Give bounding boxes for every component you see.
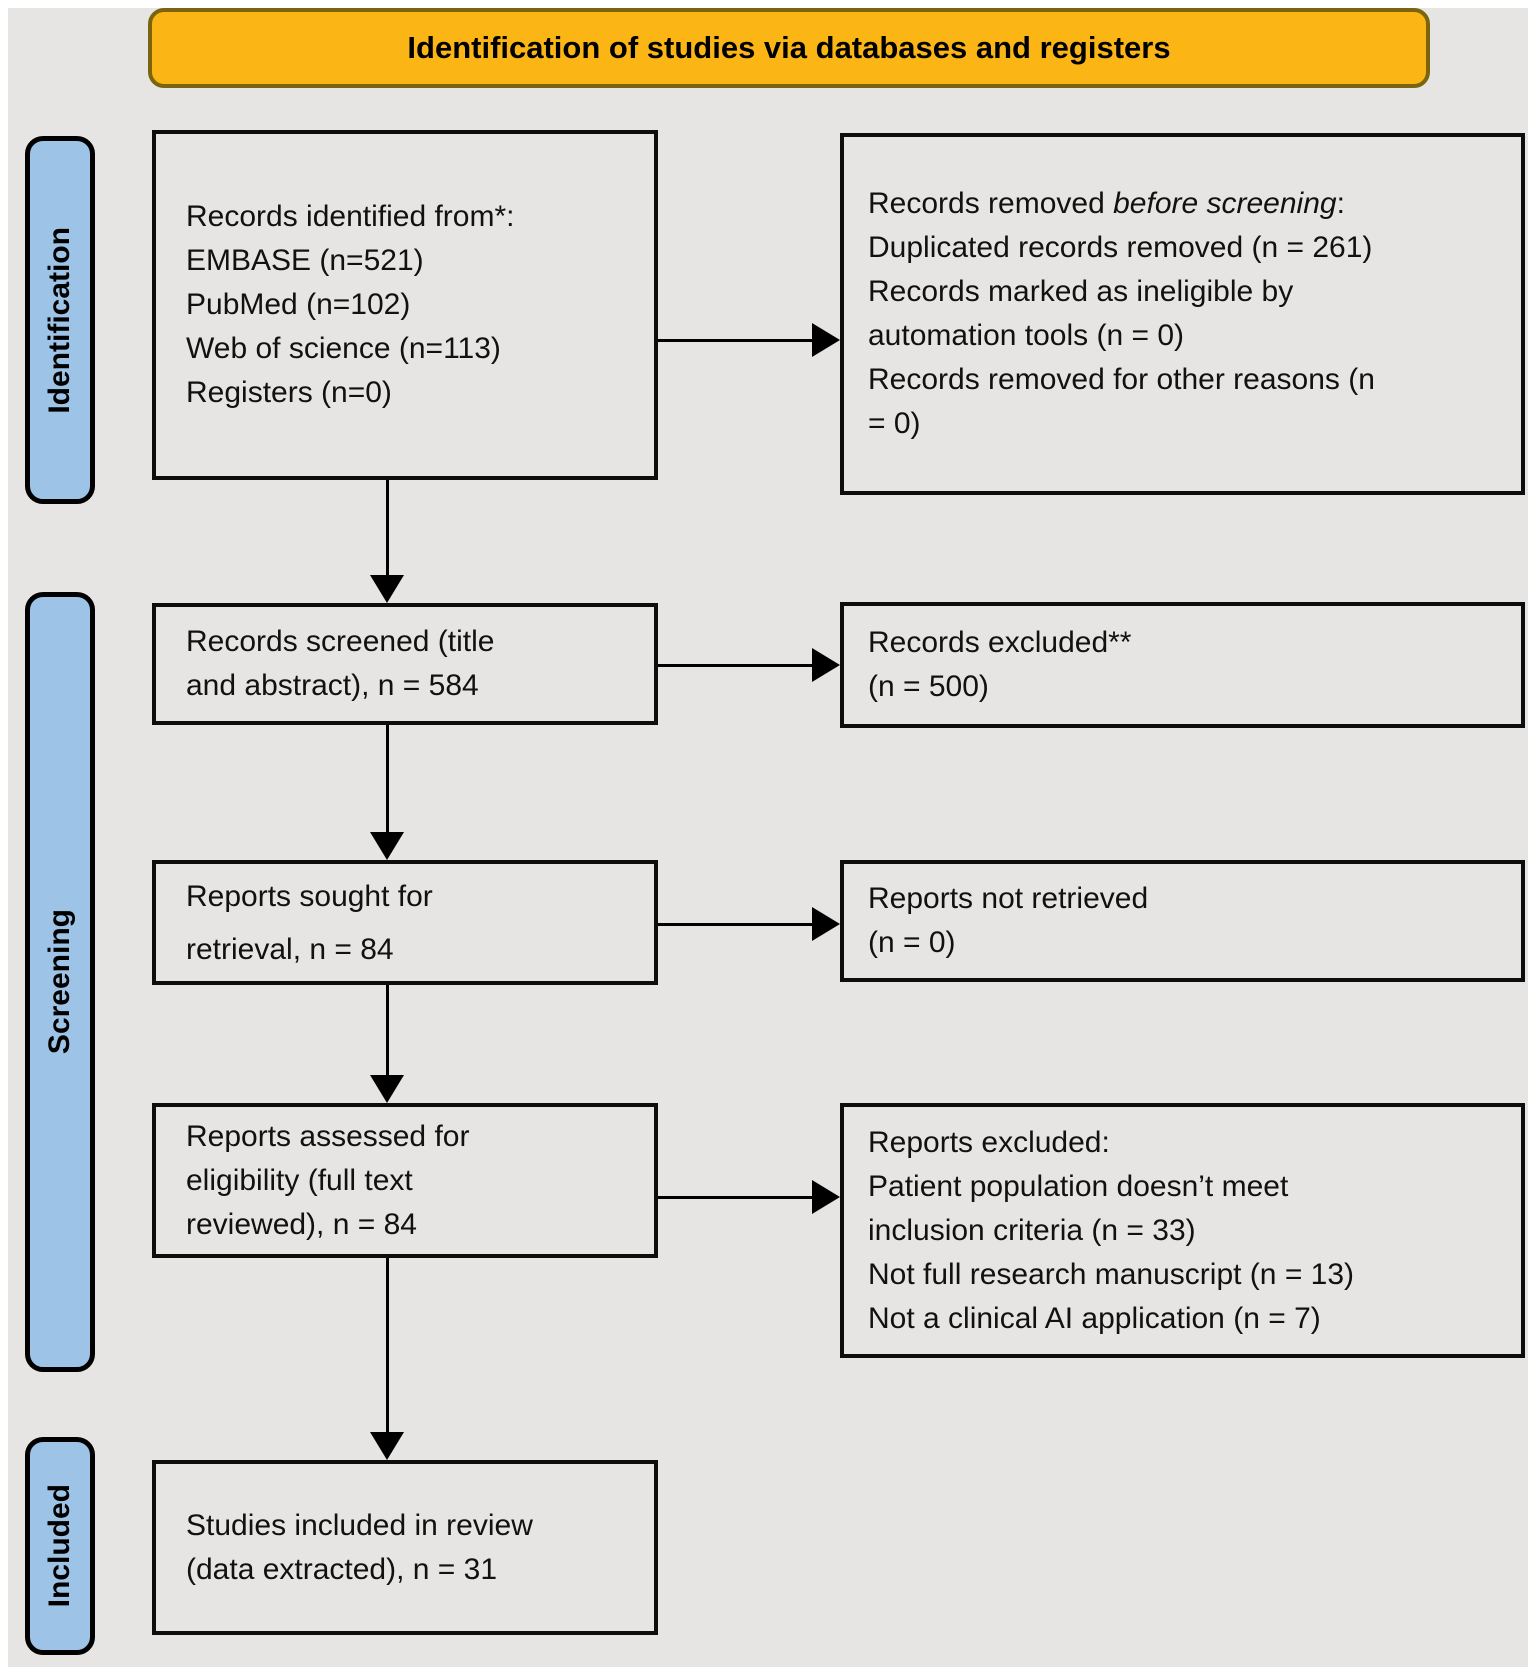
box-records-removed: Records removed before screening: Duplic… bbox=[840, 133, 1525, 495]
stage-label-screening: Screening bbox=[43, 909, 76, 1055]
down-arrow-head bbox=[370, 575, 404, 603]
box-line: inclusion criteria (n = 33) bbox=[868, 1213, 1196, 1247]
box-line: EMBASE (n=521) bbox=[186, 244, 424, 277]
box-line: Records removed before screening: bbox=[868, 182, 1503, 226]
right-arrow-head bbox=[812, 907, 840, 941]
box-reports-not-retrieved: Reports not retrieved (n = 0) bbox=[840, 860, 1525, 982]
right-arrow-head bbox=[812, 323, 840, 357]
box-line: retrieval, n = 84 bbox=[186, 932, 394, 966]
box-line: Reports sought for bbox=[186, 879, 433, 913]
box-line: (data extracted), n = 31 bbox=[186, 1552, 498, 1586]
box-line-text: Records removed bbox=[868, 187, 1114, 220]
box-line: eligibility (full text bbox=[186, 1163, 413, 1197]
right-arrow-shaft bbox=[658, 664, 813, 667]
down-arrow-head bbox=[370, 1075, 404, 1103]
box-records-excluded: Records excluded** (n = 500) bbox=[840, 602, 1525, 728]
box-line: = 0) bbox=[868, 407, 921, 440]
right-arrow-head bbox=[812, 1180, 840, 1214]
box-line: and abstract), n = 584 bbox=[186, 669, 479, 702]
right-arrow-shaft bbox=[658, 339, 813, 342]
box-line: (n = 0) bbox=[868, 926, 956, 959]
box-line: Not a clinical AI application (n = 7) bbox=[868, 1301, 1321, 1335]
banner-title-text: Identification of studies via databases … bbox=[407, 30, 1171, 65]
stage-label-identification: Identification bbox=[43, 226, 76, 414]
box-line: Duplicated records removed (n = 261) bbox=[868, 231, 1373, 264]
box-line: PubMed (n=102) bbox=[186, 288, 411, 321]
box-line: reviewed), n = 84 bbox=[186, 1207, 417, 1241]
stage-bar-identification: Identification bbox=[25, 136, 95, 504]
box-line: Reports assessed for bbox=[186, 1119, 470, 1153]
box-line: Records identified from*: bbox=[186, 200, 515, 233]
down-arrow-head bbox=[370, 1432, 404, 1460]
right-arrow-shaft bbox=[658, 1196, 813, 1199]
down-arrow-shaft bbox=[386, 985, 389, 1076]
stage-bar-included: Included bbox=[25, 1437, 95, 1655]
down-arrow-head bbox=[370, 832, 404, 860]
box-line: Not full research manuscript (n = 13) bbox=[868, 1257, 1355, 1291]
box-line: Records excluded** bbox=[868, 626, 1132, 659]
stage-label-included: Included bbox=[43, 1484, 76, 1608]
box-line: Reports not retrieved bbox=[868, 882, 1149, 915]
box-line-text: : bbox=[1336, 187, 1345, 220]
box-line: Patient population doesn’t meet bbox=[868, 1169, 1289, 1203]
box-line: Records screened (title bbox=[186, 625, 495, 658]
box-line: Records removed for other reasons (n bbox=[868, 363, 1375, 396]
box-line: Reports excluded: bbox=[868, 1125, 1110, 1159]
banner-title: Identification of studies via databases … bbox=[148, 8, 1430, 88]
down-arrow-shaft bbox=[386, 725, 389, 833]
box-line: Registers (n=0) bbox=[186, 376, 392, 409]
right-arrow-shaft bbox=[658, 923, 813, 926]
box-records-identified: Records identified from*: EMBASE (n=521)… bbox=[152, 130, 658, 480]
box-line: (n = 500) bbox=[868, 670, 989, 703]
box-line: automation tools (n = 0) bbox=[868, 319, 1185, 352]
box-line-italic-text: before screening bbox=[1113, 187, 1337, 220]
down-arrow-shaft bbox=[386, 480, 389, 576]
box-line: Web of science (n=113) bbox=[186, 332, 501, 365]
box-reports-excluded: Reports excluded: Patient population doe… bbox=[840, 1103, 1525, 1358]
box-reports-assessed: Reports assessed for eligibility (full t… bbox=[152, 1103, 658, 1258]
box-line: Studies included in review bbox=[186, 1508, 533, 1542]
box-line: Records marked as ineligible by bbox=[868, 275, 1294, 308]
stage-bar-screening: Screening bbox=[25, 592, 95, 1372]
right-arrow-head bbox=[812, 648, 840, 682]
box-records-screened: Records screened (title and abstract), n… bbox=[152, 603, 658, 725]
box-reports-sought: Reports sought for retrieval, n = 84 bbox=[152, 860, 658, 985]
box-studies-included: Studies included in review (data extract… bbox=[152, 1460, 658, 1635]
down-arrow-shaft bbox=[386, 1258, 389, 1433]
